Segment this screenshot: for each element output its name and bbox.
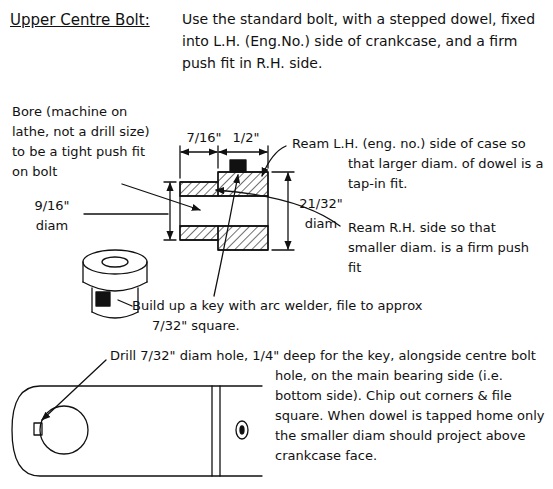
key-note: Build up a key with arc welder, file to … <box>152 296 452 336</box>
dimension-lines <box>84 146 294 250</box>
ream-note: Ream L.H. (eng. no.) side of case so tha… <box>348 134 546 194</box>
dimension: 7/16" <box>184 128 224 148</box>
title: Upper Centre Bolt: <box>10 10 150 30</box>
ream-note: Ream R.H. side so that smaller diam. is … <box>348 218 546 278</box>
crankcase-plan <box>12 386 262 476</box>
intro-note: Use the standard bolt, with a stepped do… <box>182 8 544 74</box>
dimension: 21/32" diam <box>296 194 346 234</box>
bore-note: Bore (machine on lathe, not a drill size… <box>12 102 162 182</box>
dimension: 1/2" <box>226 128 266 148</box>
drill-note: Drill 7/32" diam hole, 1/4" deep for the… <box>275 346 547 466</box>
dowel-section <box>180 160 268 250</box>
dimension: 9/16" diam <box>22 196 82 236</box>
